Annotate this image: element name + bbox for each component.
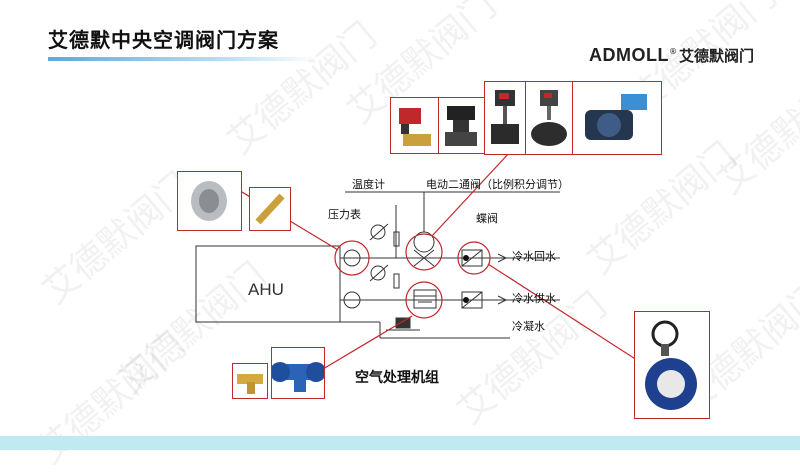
condensate-label: 冷凝水 (512, 319, 545, 333)
product-electric-butterfly-valve (572, 81, 662, 155)
product-actuator-brass-valve (390, 97, 439, 154)
electric-valve-return (413, 231, 435, 253)
product-gear-butterfly-valve (634, 311, 710, 419)
brand-logo: ADMOLL ® 艾德默阀门 (589, 44, 754, 66)
product-electric-regulating-valve (525, 81, 573, 155)
product-brass-y-strainer (232, 363, 268, 399)
page-title: 艾德默中央空调阀门方案 (48, 28, 279, 52)
chilled-return-label: 冷水回水 (512, 250, 556, 263)
leader-bottom (317, 315, 413, 373)
electric-valve-label: 电动二通阀（比例积分调节） (426, 177, 569, 191)
logo-chinese: 艾德默阀门 (678, 46, 754, 65)
butterfly-valve-return (461, 249, 483, 267)
butterfly-valve-supply (461, 291, 483, 309)
ahu-schematic: 温度计 压力表 电动二通阀（比例积分调节） 蝶阀 冷水回水 冷水供水 冷凝水 A… (195, 151, 641, 373)
highlight-butterfly-valve (457, 241, 491, 275)
highlight-pressure-gauge (334, 240, 370, 276)
pressure-gauge-label: 压力表 (328, 207, 361, 221)
bottom-bar (0, 436, 800, 450)
product-brass-flexible-hose (249, 187, 291, 231)
butterfly-valve-label: 蝶阀 (476, 211, 498, 225)
title-underline (48, 57, 318, 61)
highlight-strainer (405, 281, 443, 319)
logo-registered-mark: ® (668, 46, 677, 56)
ahu-box (195, 245, 341, 323)
diagram-caption: 空气处理机组 (355, 370, 439, 386)
product-blue-y-strainer (271, 347, 325, 399)
pressure-gauge-supply (343, 291, 361, 309)
highlight-electric-valve (405, 233, 443, 271)
product-electric-globe-valve (484, 81, 526, 155)
thermometer-label: 温度计 (352, 177, 385, 191)
product-flexible-joint (177, 171, 242, 231)
ahu-label: AHU (248, 280, 284, 299)
leader-top (431, 151, 511, 237)
leader-right (487, 263, 641, 363)
logo-text: ADMOLL (589, 44, 669, 65)
chilled-supply-label: 冷水供水 (512, 291, 556, 305)
product-actuator-ball-valve (438, 97, 485, 154)
